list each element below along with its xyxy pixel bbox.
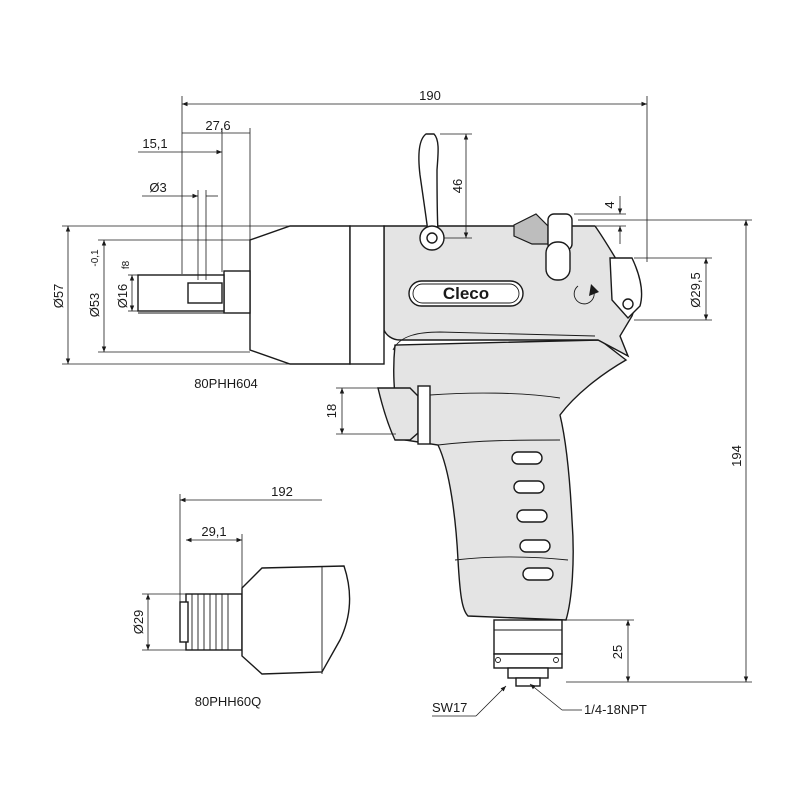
chuck-knurl — [191, 594, 229, 650]
dim-alt-length: 192 — [271, 484, 293, 499]
dim-offset-15-1: 15,1 — [142, 136, 167, 151]
suspension-lever — [418, 133, 445, 251]
output-shaft-hex — [223, 270, 251, 314]
dim-dia-57: Ø57 — [51, 284, 66, 309]
nose-cone — [249, 225, 351, 365]
dim-fit-f8: f8 — [121, 260, 132, 269]
dim-overall-length: 190 — [419, 88, 441, 103]
main-tool: Cleco — [137, 133, 643, 687]
ball-detent — [187, 282, 223, 304]
label-wrench-size: SW17 — [432, 700, 467, 715]
dim-dia-16: Ø16 — [115, 284, 130, 309]
pistol-grip — [393, 339, 628, 621]
label-thread: 1/4-18NPT — [584, 702, 647, 717]
dim-lever-height: 46 — [450, 179, 465, 193]
speed-regulator — [513, 213, 573, 281]
dim-trigger-height: 18 — [324, 404, 339, 418]
rotation-direction-icon — [573, 284, 599, 305]
cleco-logo-text: Cleco — [443, 284, 489, 303]
dim-alt-dia-29: Ø29 — [131, 610, 146, 635]
dim-top-offset: 4 — [602, 201, 617, 208]
trigger — [377, 385, 431, 445]
model-label-primary: 80PHH604 — [194, 376, 258, 391]
grip-grooves — [511, 451, 554, 581]
dim-overall-height: 194 — [729, 445, 744, 467]
dim-dia-53: Ø53 — [87, 293, 102, 318]
air-inlet-fitting — [493, 619, 563, 687]
dim-alt-offset: 29,1 — [201, 524, 226, 539]
cleco-logo: Cleco — [408, 280, 524, 307]
reverse-knob — [609, 257, 643, 320]
dim-dia-29-5: Ø29,5 — [688, 272, 703, 307]
dimension-lines: 190 27,6 15,1 Ø3 46 4 Ø57 — [51, 88, 752, 717]
dim-dia-3: Ø3 — [149, 180, 166, 195]
dim-inlet-height: 25 — [610, 645, 625, 659]
dim-tolerance: -0,1 — [90, 249, 101, 267]
alternate-nose-cone — [241, 565, 351, 675]
quick-change-chuck — [185, 593, 243, 651]
model-label-alternate: 80PHH60Q — [195, 694, 261, 709]
dim-offset-27-6: 27,6 — [205, 118, 230, 133]
alternate-head — [179, 565, 351, 675]
nose-ring — [349, 225, 385, 365]
